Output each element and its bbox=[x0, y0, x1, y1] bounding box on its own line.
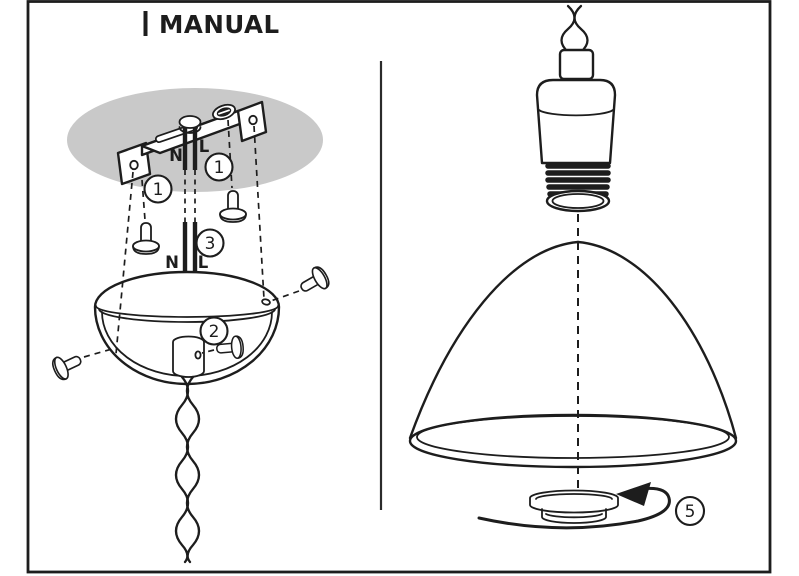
wire-label-top-live: L bbox=[199, 137, 210, 156]
left-panel-canopy-installation: N L N L bbox=[49, 88, 333, 564]
step-badge-1-right: 1 bbox=[204, 152, 234, 182]
guide-line-right-flange bbox=[253, 125, 265, 300]
svg-text:1: 1 bbox=[214, 158, 225, 178]
page-title: MANUAL bbox=[143, 10, 280, 39]
canopy-side-screw-icon bbox=[295, 263, 333, 300]
bracket-slot bbox=[156, 124, 197, 142]
canopy-rim-seam-1 bbox=[95, 305, 279, 318]
svg-text:1: 1 bbox=[153, 180, 164, 200]
bracket-wire-nipple-rim bbox=[178, 126, 202, 134]
ring-flange bbox=[529, 489, 619, 514]
guide-line-grip-screw bbox=[201, 349, 215, 354]
bracket-right-flange bbox=[236, 100, 268, 143]
shade-right-side bbox=[576, 240, 738, 440]
page-border bbox=[26, 0, 772, 574]
pendant-cord bbox=[174, 375, 201, 564]
shade-rim-inner bbox=[416, 415, 730, 459]
title-bar-mark bbox=[143, 11, 148, 36]
ring-flange-top-edge bbox=[535, 493, 613, 500]
canopy-lower-left-screw-icon bbox=[49, 347, 86, 383]
svg-text:5: 5 bbox=[685, 502, 696, 522]
step-badge-5: 5 bbox=[674, 495, 706, 527]
shade-rim-outer bbox=[408, 413, 738, 469]
svg-text:3: 3 bbox=[205, 234, 216, 254]
mounting-screw-right-icon bbox=[219, 190, 247, 223]
ring-body-seam bbox=[545, 513, 603, 519]
rotate-arrow-icon bbox=[477, 482, 671, 530]
shade-ring bbox=[529, 489, 619, 524]
right-panel-shade-assembly: 5 bbox=[408, 4, 738, 530]
socket-opening-inner bbox=[551, 193, 605, 209]
cord-strand-a bbox=[174, 375, 190, 564]
guide-line-side-screw bbox=[267, 290, 300, 303]
ceiling-canopy bbox=[93, 270, 281, 386]
bracket-right-hole bbox=[248, 114, 258, 126]
cord-grip-screw-hole bbox=[194, 350, 202, 360]
wire-label-top-neutral: N bbox=[169, 146, 183, 165]
bracket-wire-nipple bbox=[178, 115, 202, 129]
lamp-socket bbox=[535, 48, 617, 213]
bracket-left-hole bbox=[129, 159, 139, 171]
lamp-shade bbox=[408, 240, 738, 469]
guide-line-left-flange bbox=[115, 171, 134, 355]
socket-cord-strand-a bbox=[560, 4, 576, 54]
socket-cord bbox=[560, 4, 589, 54]
guide-line-left-screw bbox=[141, 179, 146, 221]
cord-grip bbox=[172, 335, 205, 378]
step-badge-2: 2 bbox=[199, 316, 229, 346]
canopy-rim-seam-2 bbox=[98, 308, 276, 323]
socket-body bbox=[535, 78, 617, 165]
socket-strain-relief bbox=[558, 48, 595, 81]
socket-seam bbox=[538, 109, 614, 117]
step-badge-3: 3 bbox=[195, 228, 225, 258]
cord-strand-b bbox=[185, 375, 201, 564]
step-badge-1-left: 1 bbox=[143, 174, 173, 204]
ring-body bbox=[541, 508, 607, 524]
canopy-side-screw-hole bbox=[261, 298, 271, 306]
wire-label-bottom-neutral: N bbox=[165, 253, 179, 272]
guide-line-right-screw bbox=[227, 119, 233, 189]
mounting-screw-left-icon bbox=[132, 222, 160, 255]
guide-line-lower-left-screw bbox=[83, 348, 113, 358]
svg-text:2: 2 bbox=[209, 322, 220, 342]
shade-left-side bbox=[408, 240, 580, 440]
canopy-body bbox=[93, 270, 281, 386]
socket-cord-strand-b bbox=[573, 4, 589, 54]
title-text: MANUAL bbox=[159, 10, 280, 39]
bracket-slot-screw-icon bbox=[212, 103, 236, 121]
wire-label-bottom-live: L bbox=[198, 253, 209, 272]
mounting-bracket bbox=[116, 100, 268, 186]
